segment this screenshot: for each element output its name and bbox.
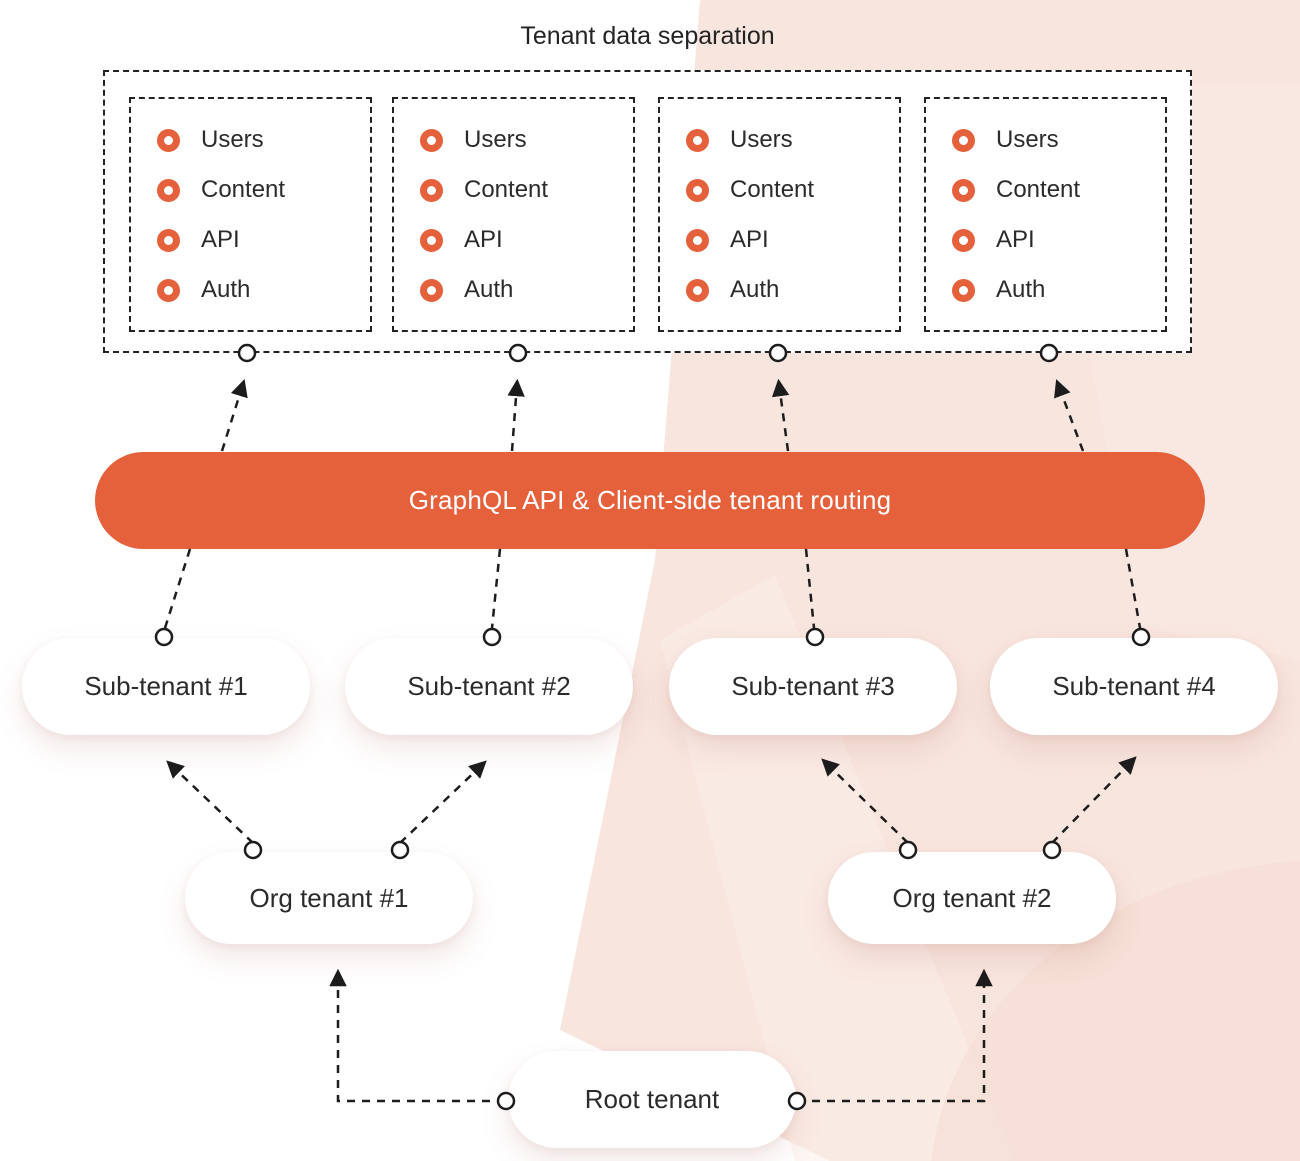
tenant-data-item: API bbox=[952, 215, 1165, 265]
tenant-data-item: Auth bbox=[686, 265, 899, 315]
item-label: API bbox=[201, 226, 240, 253]
sub-tenant-label: Sub-tenant #3 bbox=[731, 671, 895, 701]
root-tenant-label: Root tenant bbox=[584, 1084, 720, 1114]
bullet-icon bbox=[952, 228, 975, 252]
tenant-data-box-2: Users Content API Auth bbox=[392, 97, 635, 332]
tenant-data-box-3: Users Content API Auth bbox=[658, 97, 901, 332]
sub-tenant-pill-1: Sub-tenant #1 bbox=[22, 638, 310, 735]
bullet-icon bbox=[686, 178, 709, 202]
sub-tenant-label: Sub-tenant #1 bbox=[84, 671, 248, 701]
item-label: Users bbox=[730, 126, 793, 153]
bullet-icon bbox=[420, 178, 443, 202]
tenant-data-item: Content bbox=[157, 165, 370, 215]
tenant-data-item: Content bbox=[420, 165, 633, 215]
tenant-data-item: Auth bbox=[952, 265, 1165, 315]
bullet-icon bbox=[157, 178, 180, 202]
org-tenant-label: Org tenant #1 bbox=[249, 882, 409, 913]
tenant-data-separation-container: Users Content API Auth Users Content API… bbox=[103, 70, 1192, 353]
tenant-data-item: Auth bbox=[157, 265, 370, 315]
item-label: Content bbox=[996, 176, 1081, 203]
tenant-data-item: Users bbox=[952, 115, 1165, 165]
bullet-icon bbox=[686, 128, 709, 152]
diagram-title: Tenant data separation bbox=[520, 22, 775, 50]
item-label: Content bbox=[201, 176, 286, 203]
tenant-data-item: Users bbox=[157, 115, 370, 165]
bullet-icon bbox=[952, 128, 975, 152]
sub-tenant-pill-2: Sub-tenant #2 bbox=[345, 638, 633, 735]
sub-tenant-pill-4: Sub-tenant #4 bbox=[990, 638, 1278, 735]
graphql-api-bar: GraphQL API & Client-side tenant routing bbox=[95, 452, 1205, 549]
org-tenant-label: Org tenant #2 bbox=[892, 882, 1052, 913]
graphql-api-bar-label: GraphQL API & Client-side tenant routing bbox=[408, 485, 892, 515]
tenant-data-item: Users bbox=[420, 115, 633, 165]
item-label: API bbox=[464, 226, 503, 253]
tenant-data-item: API bbox=[157, 215, 370, 265]
tenant-data-box-4: Users Content API Auth bbox=[924, 97, 1167, 332]
tenant-data-item: Auth bbox=[420, 265, 633, 315]
item-label: API bbox=[996, 226, 1035, 253]
item-label: Content bbox=[464, 176, 549, 203]
item-label: Content bbox=[730, 176, 815, 203]
bullet-icon bbox=[157, 128, 180, 152]
item-label: API bbox=[730, 226, 769, 253]
org-tenant-pill-1: Org tenant #1 bbox=[185, 852, 473, 944]
bullet-icon bbox=[420, 278, 443, 302]
item-label: Users bbox=[996, 126, 1059, 153]
sub-tenant-label: Sub-tenant #4 bbox=[1052, 671, 1216, 701]
tenant-data-box-1: Users Content API Auth bbox=[129, 97, 372, 332]
bullet-icon bbox=[157, 278, 180, 302]
bullet-icon bbox=[952, 278, 975, 302]
tenant-data-item: API bbox=[420, 215, 633, 265]
item-label: Auth bbox=[201, 276, 251, 303]
bullet-icon bbox=[157, 228, 180, 252]
item-label: Auth bbox=[996, 276, 1046, 303]
root-tenant-pill: Root tenant bbox=[508, 1051, 796, 1148]
bullet-icon bbox=[420, 228, 443, 252]
tenant-data-item: API bbox=[686, 215, 899, 265]
sub-tenant-label: Sub-tenant #2 bbox=[407, 671, 571, 701]
tenant-data-item: Content bbox=[952, 165, 1165, 215]
org-tenant-pill-2: Org tenant #2 bbox=[828, 852, 1116, 944]
tenant-data-item: Users bbox=[686, 115, 899, 165]
bullet-icon bbox=[420, 128, 443, 152]
bullet-icon bbox=[686, 228, 709, 252]
tenant-data-item: Content bbox=[686, 165, 899, 215]
bullet-icon bbox=[686, 278, 709, 302]
item-label: Auth bbox=[730, 276, 780, 303]
item-label: Users bbox=[201, 126, 264, 153]
sub-tenant-pill-3: Sub-tenant #3 bbox=[669, 638, 957, 735]
item-label: Auth bbox=[464, 276, 514, 303]
bullet-icon bbox=[952, 178, 975, 202]
item-label: Users bbox=[464, 126, 527, 153]
